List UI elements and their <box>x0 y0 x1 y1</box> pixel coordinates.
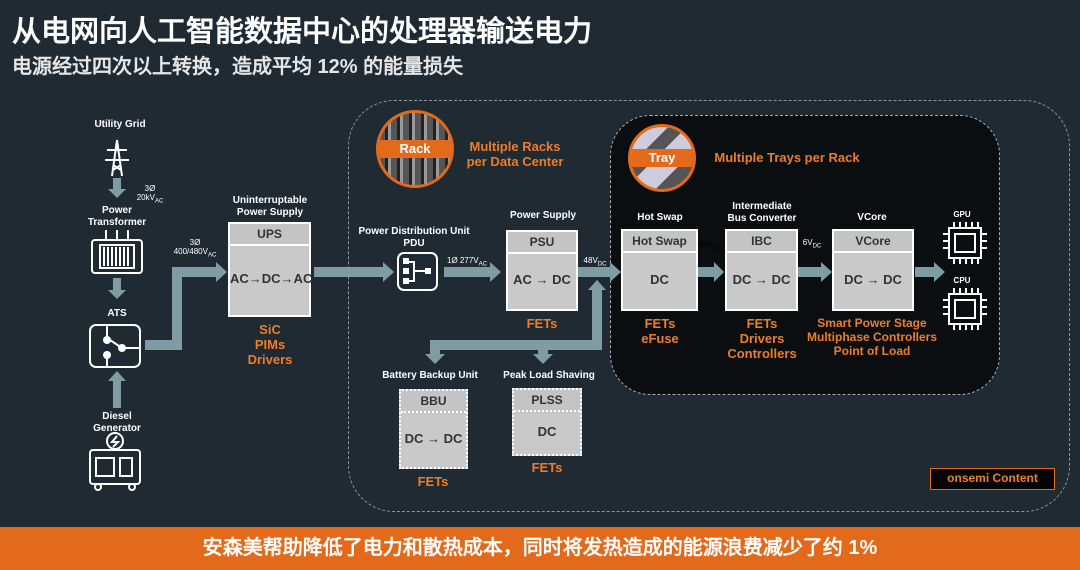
cpu-label: CPU <box>953 276 971 285</box>
diesel-generator-icon <box>89 432 141 491</box>
gpu-chip-icon <box>943 222 987 264</box>
utility-tower-icon <box>105 139 129 177</box>
ups-body: AC→DC→AC <box>230 271 313 286</box>
psu-title: Power Supply <box>509 210 577 221</box>
rack-region <box>348 100 1070 512</box>
ats-label: ATS <box>107 308 127 319</box>
tray-label: Multiple Trays per Rack <box>714 150 860 165</box>
bbu-body: DC → DC <box>404 431 463 446</box>
psu-header: PSU <box>508 232 576 254</box>
voltage-48v-label: 48VDC <box>583 256 607 268</box>
page-subtitle: 电源经过四次以上转换，造成平均 12% 的能量损失 <box>12 56 464 78</box>
page-title: 从电网向人工智能数据中心的处理器输送电力 <box>12 16 593 48</box>
ibc-body: DC → DC <box>732 272 791 287</box>
plss-title: Peak Load Shaving <box>503 370 595 381</box>
psu-body: AC → DC <box>513 272 571 287</box>
gpu-label: GPU <box>953 210 971 219</box>
ats-switch-icon <box>89 324 141 368</box>
ibc-header: IBC <box>727 231 796 253</box>
hotswap-body: DC <box>650 272 669 287</box>
bbu-parts: FETs <box>417 474 449 489</box>
vcore-body: DC → DC <box>844 272 902 287</box>
hotswap-header: Hot Swap <box>623 231 696 253</box>
plss-header: PLSS <box>514 390 580 412</box>
voltage-6v-label: 6VDC <box>802 238 822 250</box>
utility-grid-label: Utility Grid <box>94 119 146 130</box>
onsemi-content-badge: onsemi Content <box>930 468 1055 490</box>
ups-header: UPS <box>230 224 309 246</box>
tray-image-badge: Tray <box>628 124 696 192</box>
footer-banner: 安森美帮助降低了电力和散热成本，同时将发热造成的能源浪费减少了约 1% <box>0 527 1080 570</box>
plss-body: DC <box>537 424 557 439</box>
plss-block: PLSS DC <box>512 388 582 456</box>
voltage-48v-hotswap-label: 48VDC <box>698 240 722 252</box>
vcore-block: VCore DC → DC <box>832 229 914 311</box>
hotswap-title: Hot Swap <box>637 212 683 223</box>
psu-parts: FETs <box>526 316 558 331</box>
vcore-header: VCore <box>834 231 912 253</box>
ups-block: UPS AC→DC→AC <box>228 222 313 317</box>
pdu-icon <box>397 252 438 291</box>
cpu-chip-icon <box>943 288 987 330</box>
bbu-block: BBU DC → DC <box>399 389 468 469</box>
psu-block: PSU AC → DC <box>506 230 578 311</box>
vcore-title: VCore <box>857 212 887 223</box>
bbu-title: Battery Backup Unit <box>382 370 478 381</box>
bbu-header: BBU <box>401 391 466 413</box>
tray-badge-label: Tray <box>631 149 693 167</box>
transformer-icon <box>91 230 143 274</box>
ibc-block: IBC DC → DC <box>725 229 798 311</box>
voltage-277v-label: 1Ø 277VAC <box>447 256 487 268</box>
plss-parts: FETs <box>531 460 563 475</box>
rack-image-badge: Rack <box>376 110 454 188</box>
rack-badge-label: Rack <box>379 140 451 158</box>
